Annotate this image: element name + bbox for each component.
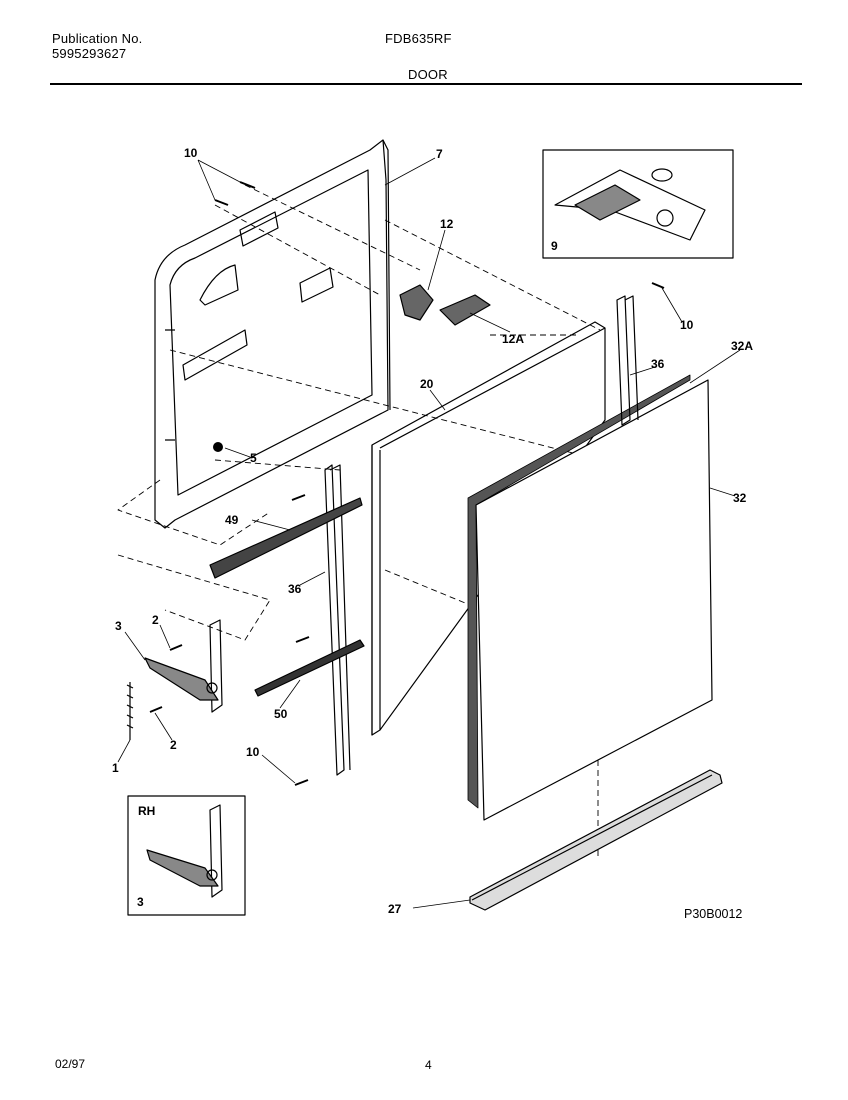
door-latch — [399, 284, 491, 326]
side-trims — [324, 295, 639, 776]
callout-36-left: 36 — [288, 582, 302, 596]
callout-12: 12 — [440, 217, 454, 231]
callout-32: 32 — [733, 491, 747, 505]
callout-49: 49 — [225, 513, 239, 527]
publication-label: Publication No. — [52, 31, 143, 46]
callout-3: 3 — [115, 619, 122, 633]
model-number: FDB635RF — [385, 31, 452, 46]
screws — [213, 181, 665, 786]
inset-rh-hinge — [127, 795, 246, 916]
callout-1: 1 — [112, 761, 119, 775]
callout-2-bottom: 2 — [170, 738, 177, 752]
drawing-code: P30B0012 — [684, 907, 742, 921]
callout-10-right: 10 — [680, 318, 694, 332]
inset-rh-label: RH — [138, 804, 155, 818]
alignment-lines — [117, 184, 601, 860]
callout-2-top: 2 — [152, 613, 159, 627]
inset-dispenser — [542, 149, 734, 259]
callout-36-right: 36 — [651, 357, 665, 371]
callout-9: 9 — [551, 239, 558, 253]
callout-27: 27 — [388, 902, 402, 916]
inset-rh-part-number: 3 — [137, 895, 144, 909]
callout-10-bottom: 10 — [246, 745, 260, 759]
publication-number: 5995293627 — [52, 46, 127, 61]
callout-50: 50 — [274, 707, 288, 721]
section-title: DOOR — [408, 67, 448, 82]
door-strips — [209, 497, 365, 697]
footer-date: 02/97 — [55, 1057, 86, 1071]
footer-page-number: 4 — [425, 1058, 432, 1072]
callout-5: 5 — [250, 451, 257, 465]
bottom-trim — [469, 769, 723, 911]
door-panel-with-gasket — [467, 374, 713, 821]
inner-door-frame — [154, 139, 391, 529]
callout-12a: 12A — [502, 332, 524, 346]
outer-door-panel — [371, 321, 606, 736]
header-rule — [50, 83, 802, 85]
callout-leaders — [117, 157, 741, 909]
callout-32a: 32A — [731, 339, 753, 353]
callout-20: 20 — [420, 377, 434, 391]
callout-7: 7 — [436, 147, 443, 161]
door-hinge-assembly — [126, 619, 223, 740]
callout-10-top: 10 — [184, 146, 198, 160]
